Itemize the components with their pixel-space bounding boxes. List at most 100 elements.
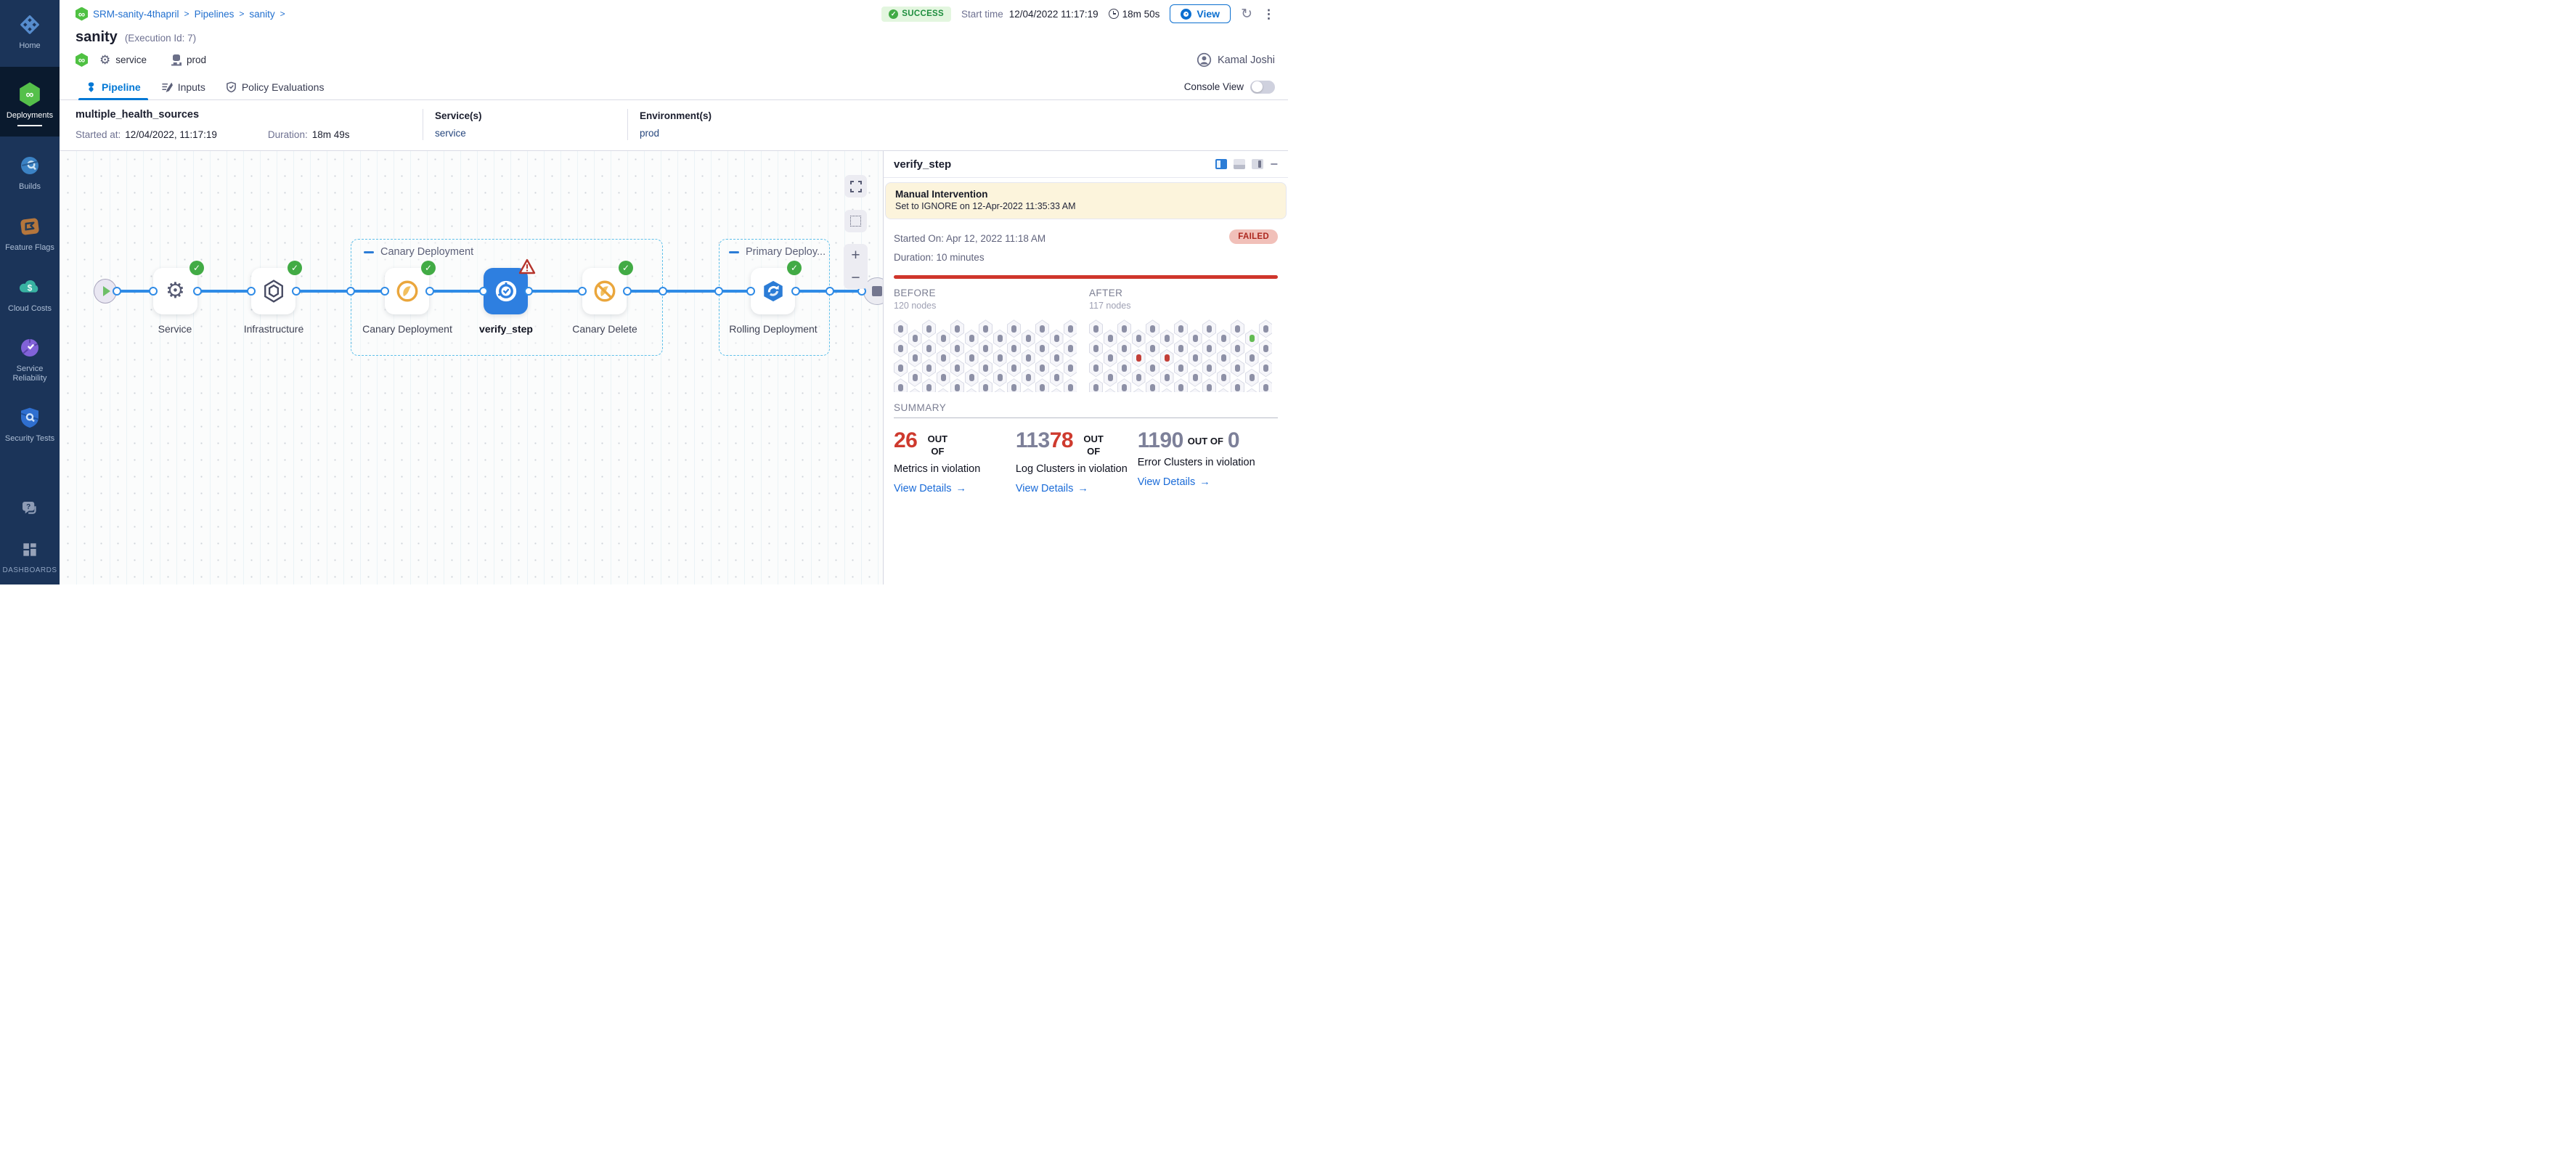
- node-hexagon[interactable]: [1188, 368, 1202, 387]
- node-hexagon[interactable]: [1216, 388, 1231, 393]
- service-tag[interactable]: ⚙ service: [99, 54, 147, 66]
- node-infrastructure[interactable]: ✓: [251, 261, 302, 314]
- node-hexagon[interactable]: [1159, 388, 1174, 393]
- node-hexagon[interactable]: [922, 319, 936, 338]
- node-hexagon[interactable]: [1021, 368, 1035, 387]
- node-hexagon[interactable]: [1202, 359, 1216, 378]
- node-hexagon[interactable]: [922, 359, 936, 378]
- marquee-select-button[interactable]: [844, 210, 867, 232]
- connector-port[interactable]: [578, 287, 587, 296]
- node-verify-step[interactable]: [484, 258, 536, 314]
- connector-port[interactable]: [714, 287, 723, 296]
- node-hexagon[interactable]: [1089, 319, 1103, 338]
- connector-port[interactable]: [380, 287, 389, 296]
- node-rolling-deployment[interactable]: ✓: [751, 261, 802, 314]
- node-hexagon[interactable]: [936, 349, 950, 367]
- node-hexagon[interactable]: [936, 368, 950, 387]
- environment-link[interactable]: prod: [640, 128, 660, 139]
- node-hexagon[interactable]: [1089, 359, 1103, 378]
- view-button[interactable]: View: [1170, 4, 1231, 23]
- connector-port[interactable]: [623, 287, 632, 296]
- connector-port[interactable]: [113, 287, 121, 296]
- sidebar-item-help[interactable]: ?: [0, 489, 60, 529]
- node-hexagon[interactable]: [1103, 388, 1117, 393]
- connector-port[interactable]: [292, 287, 301, 296]
- node-hexagon[interactable]: [1117, 339, 1131, 358]
- node-hexagon[interactable]: [1146, 359, 1159, 378]
- node-hexagon[interactable]: [1035, 339, 1049, 358]
- connector-port[interactable]: [659, 287, 667, 296]
- node-hexagon[interactable]: [1131, 349, 1146, 367]
- node-hexagon[interactable]: [894, 339, 908, 358]
- node-hexagon[interactable]: [1064, 319, 1077, 338]
- node-hexagon[interactable]: [1216, 329, 1231, 348]
- console-view-toggle[interactable]: [1250, 80, 1275, 94]
- node-hexagon[interactable]: [894, 319, 908, 338]
- node-hexagon[interactable]: [1131, 388, 1146, 393]
- node-hexagon[interactable]: [950, 359, 964, 378]
- connector-port[interactable]: [524, 287, 533, 296]
- node-hexagon[interactable]: [964, 329, 979, 348]
- node-hexagon[interactable]: [1259, 378, 1272, 393]
- node-hexagon[interactable]: [1007, 339, 1021, 358]
- node-hexagon[interactable]: [936, 388, 950, 393]
- fullscreen-button[interactable]: [844, 175, 867, 197]
- node-hexagon[interactable]: [979, 319, 993, 338]
- service-link[interactable]: service: [435, 128, 466, 139]
- node-hexagon[interactable]: [1159, 329, 1174, 348]
- connector-port[interactable]: [746, 287, 755, 296]
- node-hexagon[interactable]: [1103, 329, 1117, 348]
- node-hexagon[interactable]: [1103, 368, 1117, 387]
- breadcrumb-project[interactable]: SRM-sanity-4thapril: [93, 8, 179, 20]
- layout-bottom-icon[interactable]: [1234, 159, 1246, 169]
- collapse-dash-icon[interactable]: [364, 250, 374, 253]
- node-hexagon[interactable]: [964, 388, 979, 393]
- node-hexagon[interactable]: [1202, 378, 1216, 393]
- node-hexagon[interactable]: [922, 339, 936, 358]
- layout-right-icon[interactable]: [1215, 159, 1228, 169]
- sidebar-item-cloud-costs[interactable]: $ Cloud Costs: [0, 267, 60, 321]
- node-hexagon[interactable]: [1007, 359, 1021, 378]
- node-canary-delete[interactable]: ✓: [582, 261, 633, 314]
- user-menu[interactable]: Kamal Joshi: [1197, 52, 1275, 68]
- node-hexagon[interactable]: [1007, 378, 1021, 393]
- node-hexagon[interactable]: [979, 339, 993, 358]
- node-hexagon[interactable]: [1231, 319, 1244, 338]
- node-hexagon[interactable]: [1064, 359, 1077, 378]
- node-hexagon[interactable]: [993, 368, 1007, 387]
- node-hexagon[interactable]: [894, 378, 908, 393]
- node-hexagon[interactable]: [908, 368, 922, 387]
- node-hexagon[interactable]: [1131, 329, 1146, 348]
- node-hexagon[interactable]: [894, 359, 908, 378]
- node-hexagon[interactable]: [1231, 359, 1244, 378]
- node-hexagon[interactable]: [1244, 329, 1259, 348]
- connector-port[interactable]: [149, 287, 158, 296]
- node-hexagon[interactable]: [1159, 368, 1174, 387]
- node-canary-deployment[interactable]: ✓: [385, 261, 436, 314]
- sidebar-item-builds[interactable]: Builds: [0, 145, 60, 199]
- sidebar-item-service-reliability[interactable]: Service Reliability: [0, 327, 60, 390]
- node-hexagon[interactable]: [1021, 329, 1035, 348]
- connector-port[interactable]: [247, 287, 256, 296]
- node-hexagon[interactable]: [1089, 378, 1103, 393]
- connector-port[interactable]: [193, 287, 202, 296]
- node-hexagon[interactable]: [908, 388, 922, 393]
- refresh-icon[interactable]: ↻: [1241, 6, 1252, 22]
- metrics-view-details-link[interactable]: View Details →: [894, 483, 1007, 494]
- node-hexagon[interactable]: [1103, 349, 1117, 367]
- node-hexagon[interactable]: [1035, 359, 1049, 378]
- node-hexagon[interactable]: [1174, 339, 1188, 358]
- breadcrumb-pipeline[interactable]: sanity: [249, 8, 275, 20]
- kebab-menu-icon[interactable]: ⋮: [1263, 7, 1275, 21]
- node-hexagon[interactable]: [936, 329, 950, 348]
- node-hexagon[interactable]: [979, 378, 993, 393]
- node-hexagon[interactable]: [1049, 368, 1064, 387]
- node-hexagon[interactable]: [1259, 339, 1272, 358]
- node-hexagon[interactable]: [1174, 378, 1188, 393]
- node-hexagon[interactable]: [1259, 319, 1272, 338]
- node-hexagon[interactable]: [1188, 349, 1202, 367]
- node-hexagon[interactable]: [1174, 359, 1188, 378]
- node-hexagon[interactable]: [1117, 319, 1131, 338]
- pipeline-canvas[interactable]: Canary Deployment Primary Deploy... ⚙: [60, 151, 883, 584]
- node-hexagon[interactable]: [993, 388, 1007, 393]
